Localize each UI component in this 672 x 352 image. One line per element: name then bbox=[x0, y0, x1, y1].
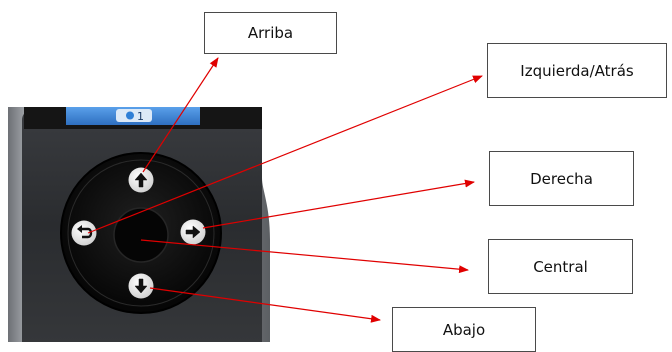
label-down-text: Abajo bbox=[442, 320, 486, 339]
label-left-back: Izquierda/Atrás bbox=[487, 43, 667, 98]
label-down: Abajo bbox=[392, 307, 536, 352]
label-right-text: Derecha bbox=[530, 169, 593, 188]
up-button[interactable] bbox=[128, 167, 154, 193]
label-center-text: Central bbox=[533, 257, 588, 276]
screen-indicator: 1 bbox=[137, 110, 144, 123]
label-left-back-text: Izquierda/Atrás bbox=[520, 61, 634, 80]
label-up: Arriba bbox=[204, 12, 337, 54]
left-back-button[interactable] bbox=[71, 220, 97, 246]
device-screen: 1 bbox=[24, 107, 262, 129]
right-button[interactable] bbox=[180, 219, 206, 245]
down-button[interactable] bbox=[128, 273, 154, 299]
label-center: Central bbox=[488, 239, 633, 294]
arrow-down-icon bbox=[134, 278, 148, 294]
center-button[interactable] bbox=[113, 207, 169, 263]
label-up-text: Arriba bbox=[247, 24, 294, 42]
label-right: Derecha bbox=[489, 151, 634, 206]
signal-indicator-icon bbox=[126, 111, 134, 120]
